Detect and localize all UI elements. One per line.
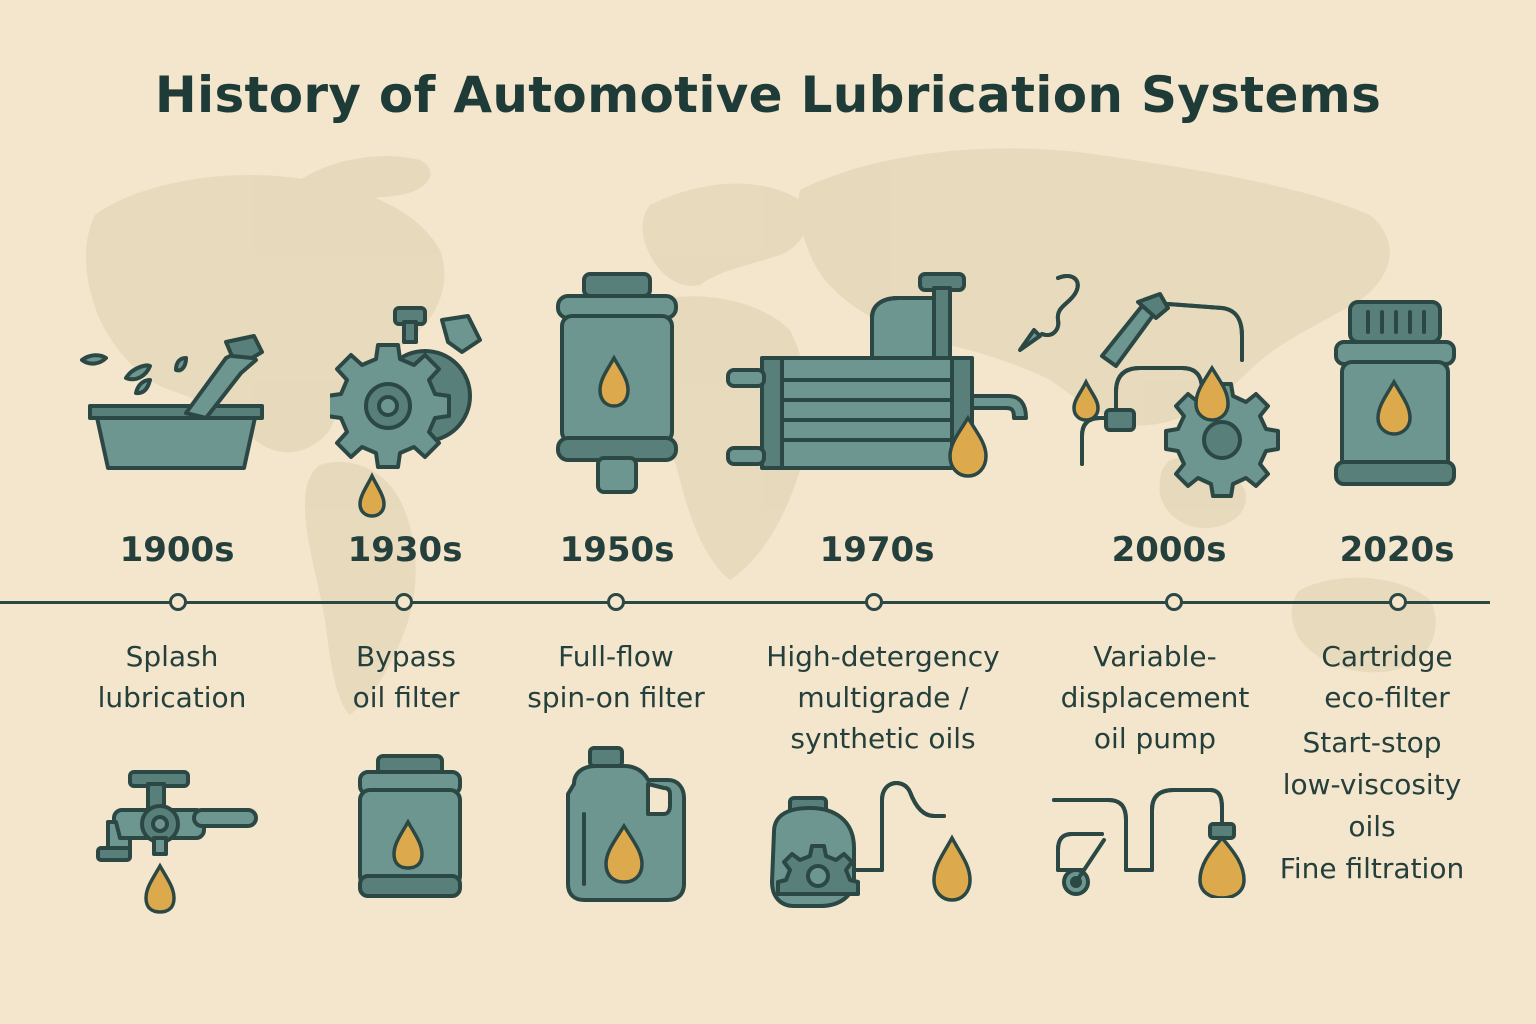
- year-label: 1930s: [347, 530, 463, 570]
- caption-line: multigrade /: [797, 681, 969, 714]
- milestone-caption: Bypass oil filter: [266, 636, 546, 718]
- oil-pump-pipe-icon: [770, 781, 972, 908]
- caption-line: synthetic oils: [790, 722, 976, 755]
- oil-cooler-radiator-icon: [726, 272, 1028, 478]
- milestone-caption: Cartridge eco-filter: [1262, 636, 1512, 718]
- variable-pump-gear-icon: [1018, 273, 1280, 498]
- milestone-caption: High-detergency multigrade / synthetic o…: [738, 636, 1028, 759]
- extra-line: oils: [1348, 810, 1396, 843]
- caption-line: eco-filter: [1324, 681, 1450, 714]
- timeline-node: [865, 593, 883, 611]
- year-label: 2000s: [1111, 530, 1227, 570]
- timeline-node: [1165, 593, 1183, 611]
- caption-line: Variable-: [1093, 640, 1217, 673]
- splash-basin-icon: [80, 334, 264, 470]
- timeline-node: [607, 593, 625, 611]
- spin-on-filter-icon: [556, 272, 678, 494]
- year-label: 1970s: [819, 530, 935, 570]
- milestone-caption: Splash lubrication: [32, 636, 312, 718]
- year-label: 2020s: [1339, 530, 1455, 570]
- gear-pump-icon: [330, 306, 482, 518]
- milestone-caption: Variable- displacement oil pump: [1032, 636, 1278, 759]
- caption-line: Splash: [125, 640, 219, 673]
- extra-line: low-viscosity: [1282, 768, 1462, 801]
- year-label: 1900s: [119, 530, 235, 570]
- caption-line: High-detergency: [766, 640, 1000, 673]
- pipe-network-icon: [1052, 788, 1246, 898]
- caption-line: Bypass: [356, 640, 456, 673]
- oil-tap-icon: [96, 770, 258, 914]
- timeline-node: [1389, 593, 1407, 611]
- caption-line: oil filter: [352, 681, 460, 714]
- caption-line: displacement: [1060, 681, 1250, 714]
- year-label: 1950s: [559, 530, 675, 570]
- oil-filter-canister-icon: [358, 754, 462, 898]
- caption-line: Cartridge: [1321, 640, 1453, 673]
- extra-line: Fine filtration: [1279, 852, 1465, 885]
- page-title: History of Automotive Lubrication System…: [154, 66, 1382, 124]
- timeline-axis: [0, 601, 1490, 604]
- oil-jug-icon: [566, 746, 686, 902]
- extra-line: Start-stop: [1302, 726, 1442, 759]
- milestone-extra-notes: Start-stop low-viscosity oils Fine filtr…: [1262, 722, 1482, 890]
- caption-line: oil pump: [1093, 722, 1217, 755]
- milestone-caption: Full-flow spin-on filter: [476, 636, 756, 718]
- caption-line: spin-on filter: [527, 681, 705, 714]
- timeline-node: [169, 593, 187, 611]
- caption-line: Full-flow: [558, 640, 674, 673]
- caption-line: lubrication: [97, 681, 247, 714]
- timeline-node: [395, 593, 413, 611]
- cartridge-filter-icon: [1334, 300, 1456, 486]
